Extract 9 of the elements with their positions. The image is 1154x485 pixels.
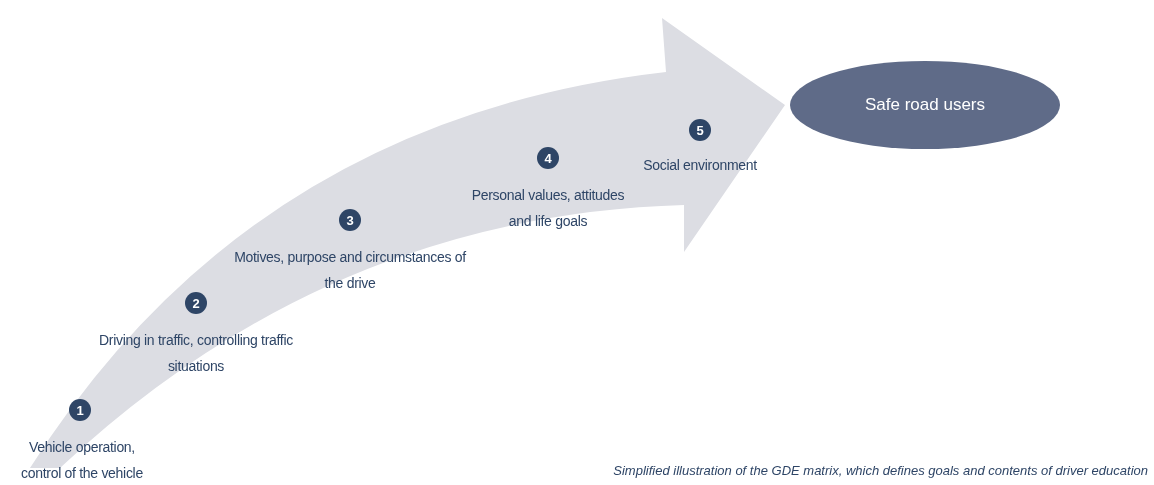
goal-ellipse: Safe road users bbox=[790, 61, 1060, 149]
step-label: Driving in traffic, controlling traffic situations bbox=[98, 331, 294, 376]
caption: Simplified illustration of the GDE matrix, which defines goals and contents of driver education bbox=[613, 463, 1148, 478]
step-label: Personal values, attitudes and life goals bbox=[470, 186, 626, 231]
step-label: Motives, purpose and circumstances of the drive bbox=[233, 248, 468, 293]
step-label: Social environment bbox=[642, 156, 758, 175]
step-number: 1 bbox=[69, 399, 91, 421]
curved-arrow bbox=[30, 18, 785, 468]
step-label: Vehicle operation, control of the vehicle bbox=[20, 438, 144, 483]
